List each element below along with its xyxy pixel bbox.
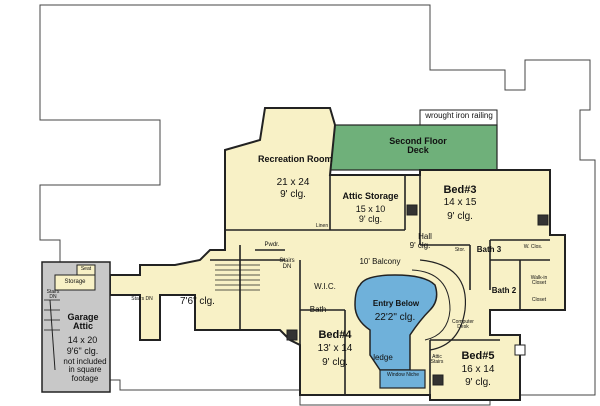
bath3-label: Bath 3	[476, 245, 502, 254]
pwdr-label: Pwdr.	[264, 242, 280, 248]
bed3-label: Bed#3	[443, 184, 477, 196]
attic-storage-clg: 9' clg.	[358, 214, 383, 224]
garage-attic-note: not included in square footage	[63, 357, 107, 383]
bath-label: Bath	[309, 305, 327, 314]
recreation-room-size: 21 x 24	[276, 177, 310, 188]
bed5-clg: 9' clg.	[465, 377, 491, 388]
bed4-label: Bed#4	[318, 329, 352, 341]
bed3-size: 14 x 15	[443, 197, 477, 208]
entry-clg: 22'2" clg.	[374, 312, 416, 323]
stair-treads	[44, 264, 260, 331]
bed3-clg: 9' clg.	[447, 211, 473, 222]
bed4-size: 13' x 14	[317, 343, 353, 354]
attic-storage-size: 15 x 10	[355, 204, 386, 214]
spiral-stair	[419, 259, 467, 351]
garage-attic-clg: 9'6" clg.	[66, 346, 99, 356]
bed4-clg: 9' clg.	[322, 357, 348, 368]
wclos-label: W. Clos.	[523, 244, 543, 250]
seat-label: Seat	[80, 266, 92, 272]
bath2-label: Bath 2	[491, 286, 517, 295]
garage-attic-size: 14 x 20	[67, 335, 98, 345]
window-niche-label: Window Niche	[387, 372, 419, 378]
recreation-room-label: Recreation Room	[258, 154, 333, 164]
balcony-label: 10' Balcony	[359, 257, 401, 266]
second-floor-deck	[329, 124, 498, 171]
entry-below	[354, 274, 438, 371]
stairs-dn-2-label: Stairs DN	[131, 296, 153, 302]
recreation-room-clg: 9' clg.	[280, 189, 306, 200]
seat-box	[76, 264, 96, 276]
closet-label: Closet	[531, 297, 547, 303]
interior-walls	[210, 150, 550, 400]
wic-label: W.I.C.	[314, 282, 336, 291]
garage-stairs-label: Stairs DN	[46, 289, 60, 301]
railing-label: wrought iron railing	[425, 111, 493, 120]
attic-storage-label: Attic Storage	[342, 191, 399, 201]
computer-desk-label: Computer Desk	[452, 319, 474, 331]
garage-attic-label: Garage Attic	[67, 312, 99, 332]
railing	[419, 109, 498, 126]
hall-clg: 9' clg.	[409, 241, 431, 250]
stor-label: Stor.	[454, 247, 466, 253]
entry-below-label: Entry Below	[372, 299, 420, 308]
garage-storage-label: Storage	[64, 279, 86, 285]
ledge-label: ledge	[373, 353, 393, 362]
bed5-label: Bed#5	[461, 350, 495, 362]
second-floor-deck-label: Second Floor Deck	[389, 136, 447, 156]
attic-stairs-label: Attic Stairs	[430, 354, 444, 366]
garage-storage-box	[54, 274, 96, 291]
linen-label: Linen	[315, 223, 329, 229]
walk-in-closet-label: Walk-in Closet	[530, 275, 548, 287]
bed5-size: 16 x 14	[461, 364, 495, 375]
stairs-dn-label: Stairs DN	[279, 258, 295, 271]
window-niche	[379, 369, 426, 389]
hall-label: Hall	[418, 232, 432, 241]
corridor-clg: 7'6" clg.	[180, 296, 215, 307]
